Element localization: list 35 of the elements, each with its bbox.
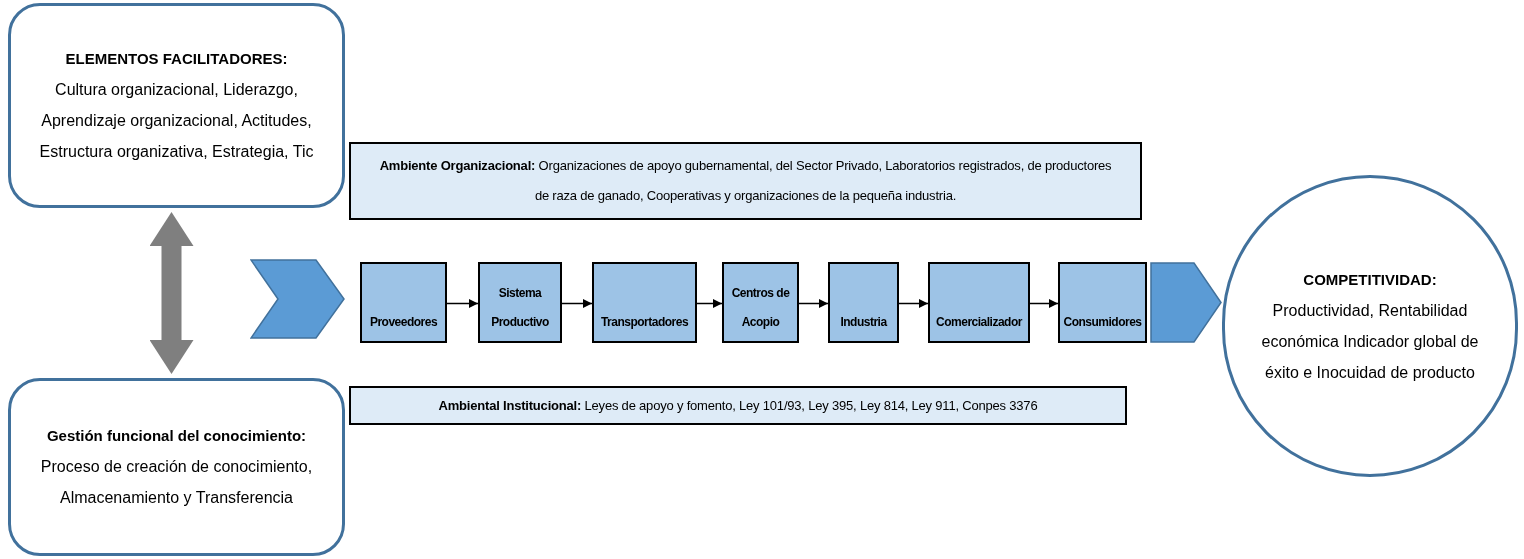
process-label: Industria (840, 314, 887, 331)
process-box (722, 262, 799, 343)
box-heading: Gestión funcional del conocimiento: (46, 426, 307, 446)
process-label: Centros de Acopio (730, 285, 791, 331)
box-heading: ELEMENTOS FACILITADORES: (65, 49, 288, 69)
process-label: Transportadores (600, 314, 689, 331)
double-arrow (149, 212, 194, 374)
box-text: Cultura organizacional, Liderazgo, Aprendizaje organizacional, Actitudes, Estructura organizativa, Estrategia, Tic (38, 80, 315, 162)
process-box (478, 262, 562, 343)
box-text: Productividad, Rentabilidad económica Indicador global de éxito e Inocuidad de producto (1261, 300, 1479, 383)
box-heading: COMPETITIVIDAD: (1303, 269, 1437, 290)
arrow (798, 299, 829, 308)
context-band (349, 142, 1142, 220)
chevron-shape (250, 259, 345, 339)
arrow (1029, 299, 1059, 308)
band-text: Ambiental Institucional: Leyes de apoyo y fomento, Ley 101/93, Ley 395, Ley 814, Ley 911, Conpes 3376 (438, 396, 1038, 415)
process-label: Proveedores (369, 314, 438, 331)
rounded-box (8, 378, 345, 556)
process-box (592, 262, 697, 343)
process-box (360, 262, 447, 343)
arrow (696, 299, 723, 308)
arrow (561, 299, 593, 308)
process-box (1058, 262, 1147, 343)
process-label: Consumidores (1063, 314, 1142, 331)
arrow (898, 299, 929, 308)
box-text: Proceso de creación de conocimiento, Almacenamiento y Transferencia (39, 457, 314, 508)
process-label: Sistema Productivo (490, 285, 550, 331)
arrow (446, 299, 479, 308)
context-band (349, 386, 1127, 425)
rounded-box (8, 3, 345, 208)
band-text: Ambiente Organizacional: Organizaciones de apoyo gubernamental, del Sector Privado, Laboratorios registrados, de productores de raza de ganado, Cooperativas y organizaciones de la pequeña industria. (378, 157, 1113, 205)
process-box (828, 262, 899, 343)
process-box (928, 262, 1030, 343)
process-label: Comercializador (936, 314, 1022, 331)
pentagon-arrow-shape (1150, 262, 1222, 343)
